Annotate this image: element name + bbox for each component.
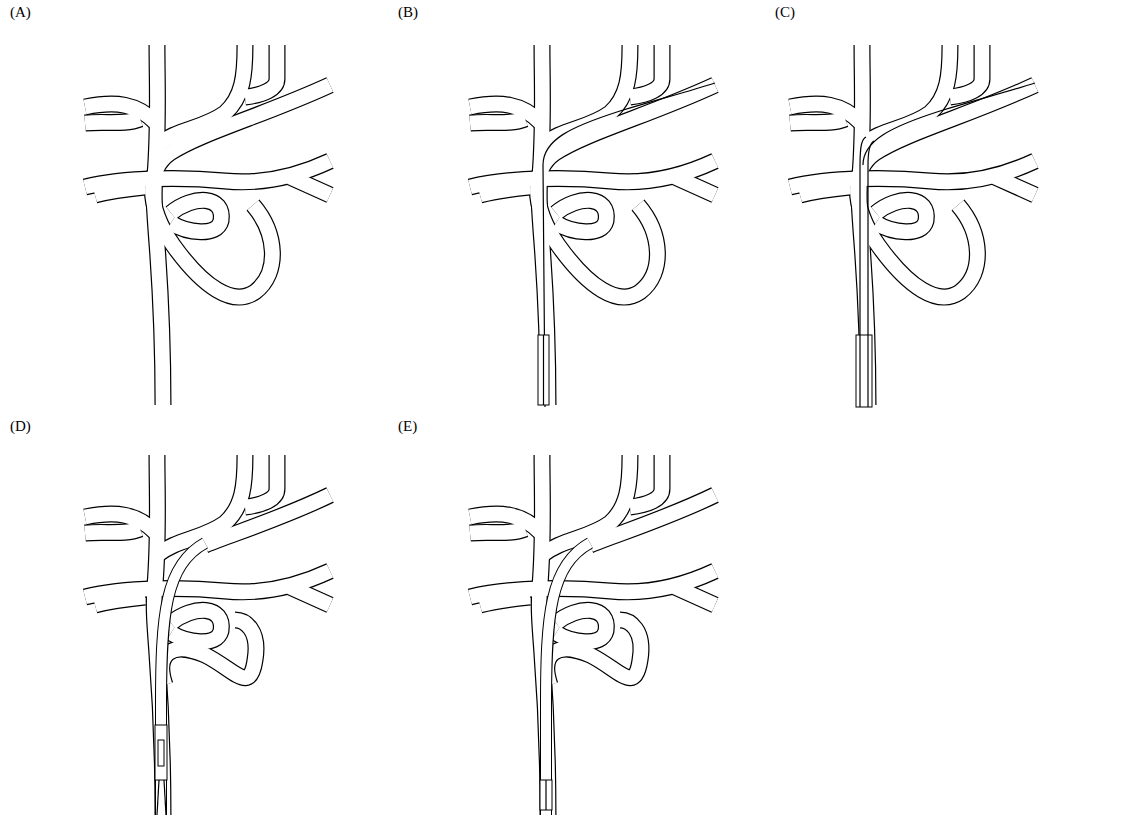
panel-e-drawing [470, 455, 715, 816]
panel-label: (B) [398, 4, 418, 21]
panel-d-drawing [85, 455, 330, 816]
panel-a-drawing [85, 45, 330, 405]
stent [158, 740, 164, 766]
sheath [856, 335, 872, 407]
guidewire [543, 83, 715, 407]
panel-c-drawing [790, 45, 1035, 407]
guidewire [863, 83, 1035, 165]
sheath [538, 335, 549, 405]
panel-label: (D) [10, 418, 31, 435]
panel-label: (E) [398, 418, 417, 435]
panel-label: (C) [775, 4, 795, 21]
sheath [540, 780, 552, 810]
panel-label: (A) [10, 4, 31, 21]
panel-b-drawing [470, 45, 715, 407]
stent-sheath [155, 725, 167, 780]
